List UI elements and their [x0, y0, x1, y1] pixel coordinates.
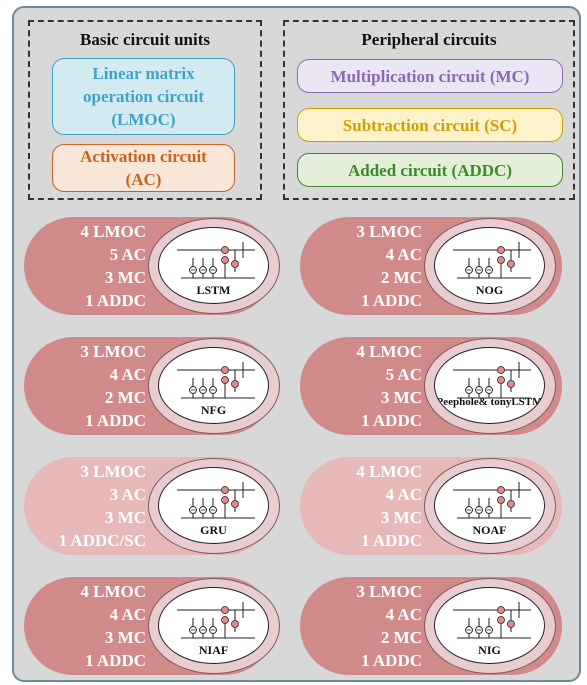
cell-badge: GRU: [148, 458, 280, 554]
variant-name: Peephole& tonyLSTM: [436, 396, 543, 408]
peripheral-title: Peripheral circuits: [361, 30, 497, 49]
cell-badge: NFG: [148, 338, 280, 434]
component-count-line: 4 AC: [385, 485, 422, 504]
component-count-line: 1 ADDC: [361, 291, 422, 310]
cell-badge: Peephole& tonyLSTM: [424, 338, 556, 434]
mc-legend-box: Multiplication circuit (MC): [297, 59, 563, 93]
cell-schematic-icon: [453, 482, 531, 519]
component-count-line: 4 LMOC: [356, 342, 422, 361]
component-count-line: 4 LMOC: [80, 582, 146, 601]
cell-badge: NOG: [424, 218, 556, 314]
component-count-line: 1 ADDC: [361, 531, 422, 550]
component-counts: 3 LMOC 4 AC 2 MC 1 ADDC: [20, 340, 146, 432]
cell-badge: NOAF: [424, 458, 556, 554]
cell-diagram: NIAF: [158, 587, 269, 664]
component-count-line: 3 MC: [104, 508, 146, 527]
component-count-line: 3 LMOC: [80, 462, 146, 481]
basic-units-title: Basic circuit units: [79, 30, 211, 49]
component-count-line: 4 LMOC: [356, 462, 422, 481]
sc-legend-box: Subtraction circuit (SC): [297, 108, 563, 142]
cell-schematic-icon: [177, 362, 255, 399]
component-count-line: 4 AC: [385, 245, 422, 264]
lmoc-legend-box: Linear matrix operation circuit (LMOC): [52, 58, 235, 135]
component-count-line: 3 LMOC: [80, 342, 146, 361]
cell-schematic-icon: [177, 482, 255, 519]
component-count-line: 1 ADDC: [85, 291, 146, 310]
cell-badge: NIG: [424, 578, 556, 674]
cell-badge: LSTM: [148, 218, 280, 314]
component-counts: 4 LMOC 5 AC 3 MC 1 ADDC: [20, 220, 146, 312]
component-counts: 4 LMOC 5 AC 3 MC 1 ADDC: [296, 340, 422, 432]
variant-name: NOG: [475, 283, 504, 297]
variant-name: NFG: [200, 403, 227, 417]
component-counts: 3 LMOC 4 AC 2 MC 1 ADDC: [296, 580, 422, 672]
cell-schematic-icon: [177, 242, 255, 279]
component-count-line: 1 ADDC: [361, 411, 422, 430]
component-counts: 3 LMOC 4 AC 2 MC 1 ADDC: [296, 220, 422, 312]
cell-schematic-icon: [453, 242, 531, 279]
cell-diagram: LSTM: [158, 227, 269, 304]
variant-name: GRU: [200, 523, 227, 537]
variant-name: LSTM: [196, 283, 231, 297]
component-count-line: 1 ADDC: [361, 651, 422, 670]
component-count-line: 3 MC: [380, 388, 422, 407]
component-count-line: 5 AC: [385, 365, 422, 384]
component-count-line: 4 AC: [109, 365, 146, 384]
component-counts: 4 LMOC 4 AC 3 MC 1 ADDC: [296, 460, 422, 552]
cell-diagram: NOAF: [434, 467, 545, 544]
component-count-line: 3 LMOC: [356, 222, 422, 241]
cell-schematic-icon: [177, 602, 255, 639]
variant-name: NOAF: [472, 523, 507, 537]
component-count-line: 2 MC: [104, 388, 146, 407]
cell-diagram: NIG: [434, 587, 545, 664]
component-counts: 3 LMOC 3 AC 3 MC 1 ADDC/SC: [20, 460, 146, 552]
variant-name: NIAF: [198, 643, 229, 657]
cell-schematic-icon: [453, 602, 531, 639]
component-count-line: 4 AC: [385, 605, 422, 624]
component-count-line: 3 MC: [380, 508, 422, 527]
variant-name: NIG: [478, 643, 501, 657]
cell-diagram: Peephole& tonyLSTM: [434, 347, 545, 424]
component-count-line: 3 MC: [104, 268, 146, 287]
cell-diagram: NFG: [158, 347, 269, 424]
component-count-line: 1 ADDC/SC: [58, 531, 146, 550]
component-count-line: 3 MC: [104, 628, 146, 647]
cell-schematic-icon: [453, 362, 531, 399]
component-count-line: 5 AC: [109, 245, 146, 264]
component-count-line: 2 MC: [380, 268, 422, 287]
component-counts: 4 LMOC 4 AC 3 MC 1 ADDC: [20, 580, 146, 672]
addc-legend-box: Added circuit (ADDC): [297, 153, 563, 187]
component-count-line: 4 AC: [109, 605, 146, 624]
cell-badge: NIAF: [148, 578, 280, 674]
component-count-line: 3 LMOC: [356, 582, 422, 601]
component-count-line: 1 ADDC: [85, 651, 146, 670]
ac-legend-box: Activation circuit (AC): [52, 144, 235, 192]
cell-diagram: GRU: [158, 467, 269, 544]
component-count-line: 1 ADDC: [85, 411, 146, 430]
component-count-line: 2 MC: [380, 628, 422, 647]
cell-diagram: NOG: [434, 227, 545, 304]
component-count-line: 3 AC: [109, 485, 146, 504]
component-count-line: 4 LMOC: [80, 222, 146, 241]
